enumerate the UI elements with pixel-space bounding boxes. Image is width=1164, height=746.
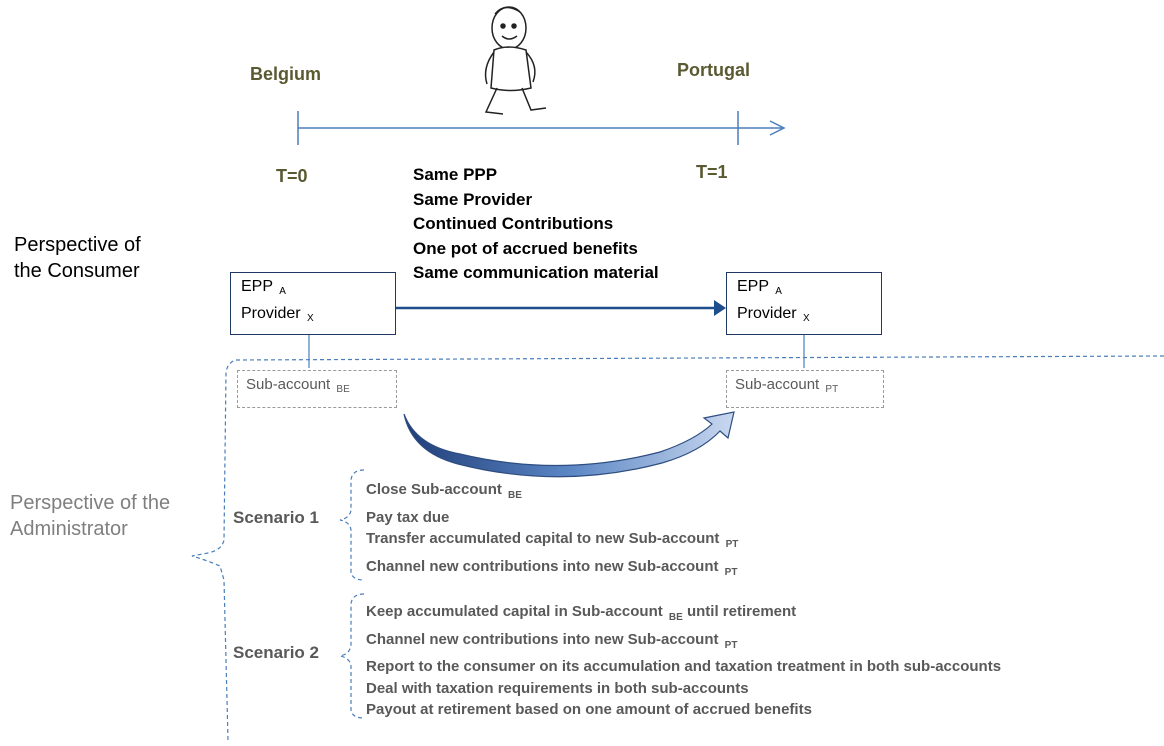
subaccount-pt: Sub-account PT bbox=[726, 370, 884, 408]
t1-label: T=1 bbox=[696, 162, 728, 182]
list-item: Same PPP bbox=[413, 165, 498, 184]
epp-box-origin: EPP A Provider X bbox=[230, 272, 396, 335]
scenario1-brace bbox=[339, 469, 365, 581]
epp-box-destination: EPP A Provider X bbox=[726, 272, 882, 335]
scenario1-title: Scenario 1 bbox=[233, 508, 319, 527]
list-item: Channel new contributions into new Sub-a… bbox=[366, 557, 738, 578]
transfer-curved-arrow bbox=[403, 411, 735, 478]
list-item: Transfer accumulated capital to new Sub-… bbox=[366, 530, 739, 550]
administrator-brace bbox=[191, 355, 1164, 741]
list-item: Channel new contributions into new Sub-a… bbox=[366, 630, 738, 651]
list-item: Continued Contributions bbox=[413, 214, 614, 234]
list-item: One pot of accrued benefits bbox=[413, 238, 638, 258]
scenario2-brace bbox=[339, 593, 365, 719]
list-item: Same communication material bbox=[413, 263, 659, 283]
list-item: Payout at retirement based on one amount… bbox=[366, 701, 812, 718]
destination-country-label: Portugal bbox=[677, 60, 751, 80]
list-item: Report to the consumer on its accumulati… bbox=[366, 658, 1002, 675]
perspective-administrator-label: Perspective of the Administrator bbox=[10, 492, 171, 540]
timeline-arrow bbox=[297, 111, 786, 145]
perspective-consumer-label: Perspective of the Consumer bbox=[14, 234, 141, 282]
origin-country-label: Belgium bbox=[250, 64, 322, 84]
list-item: Close Sub-account BE bbox=[366, 481, 522, 501]
t0-label: T=0 bbox=[276, 166, 308, 186]
consumer-flow-arrow bbox=[395, 300, 726, 316]
scenario2-list: Keep accumulated capital in Sub-account … bbox=[366, 601, 1164, 721]
consumer-changes-list: Same PPP Same Provider Continued Contrib… bbox=[413, 163, 659, 286]
walking-person-icon bbox=[484, 6, 547, 115]
list-item: Same Provider bbox=[413, 189, 533, 209]
list-item: Pay tax due bbox=[366, 508, 450, 526]
scenario2-title: Scenario 2 bbox=[233, 643, 319, 662]
list-item: Keep accumulated capital in Sub-account … bbox=[366, 603, 797, 623]
scenario1-list: Close Sub-account BE Pay tax due Transfe… bbox=[366, 479, 738, 583]
list-item: Deal with taxation requirements in both … bbox=[366, 679, 749, 697]
subaccount-be: Sub-account BE bbox=[237, 370, 397, 408]
